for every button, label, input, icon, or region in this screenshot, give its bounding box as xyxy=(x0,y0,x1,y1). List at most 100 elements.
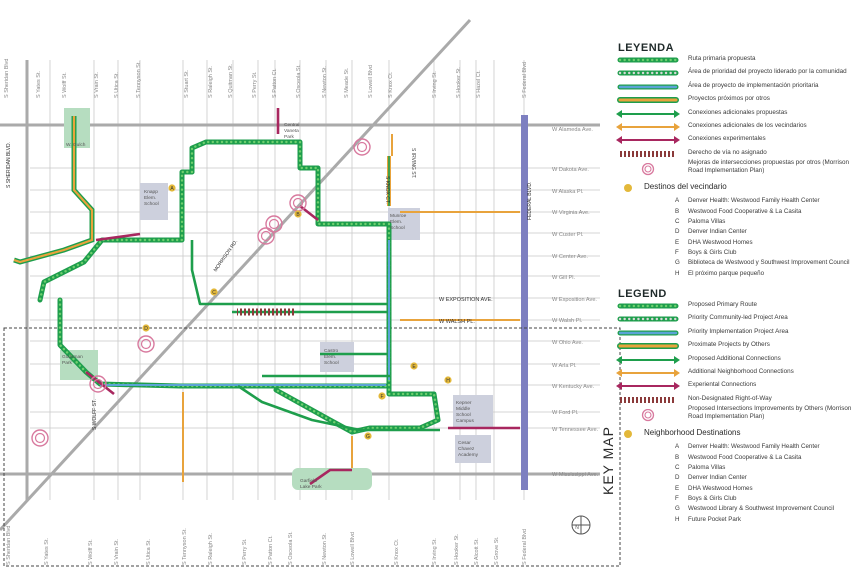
place-label: Park xyxy=(284,134,294,140)
place-label: Munroe xyxy=(390,213,407,219)
road-label: S KNOX CT. xyxy=(384,176,390,204)
legend-item: Conexiones adicionales propuestas xyxy=(612,108,860,121)
street-label-bottom: S Raleigh St. xyxy=(208,532,214,565)
street-label-top: S Stuart St. xyxy=(184,69,190,98)
legend-item-label: Experiental Connections xyxy=(688,381,757,389)
implementation-symbol-icon xyxy=(617,84,679,90)
ford-connection xyxy=(237,384,440,432)
destination-key: F xyxy=(675,495,679,503)
experimental-connection xyxy=(299,204,319,222)
north-label: N xyxy=(575,525,579,531)
street-label-bottom: S Alcott St. xyxy=(474,538,480,565)
legend-item: Priority Community-led Project Area xyxy=(612,313,860,326)
destination-item: D Denver Indian Center xyxy=(612,228,860,238)
north-arrow-icon xyxy=(571,515,591,535)
street-label-bottom: S Grove St. xyxy=(494,536,500,565)
legend-item: Proposed Intersections Improvements by O… xyxy=(612,405,860,427)
destination-marker-icon xyxy=(294,210,302,218)
intersection-ring-icon xyxy=(140,338,152,350)
primary-symbol-icon xyxy=(617,303,679,309)
street-label-top: S Osceola St. xyxy=(296,64,302,98)
place-label: Kepner xyxy=(456,400,472,406)
legend-item-label: Derecho de vía no asignado xyxy=(688,148,767,156)
destination-key: C xyxy=(675,463,680,471)
street-label-top: S Utica St. xyxy=(114,72,120,98)
route-dots xyxy=(38,170,194,302)
place-label: School xyxy=(324,360,339,366)
legend-item: Proposed Primary Route xyxy=(612,300,860,313)
legend-item: Proposed Additional Connections xyxy=(612,354,860,367)
destination-name: Westwood Library & Southwest Improvement… xyxy=(688,505,835,513)
street-label-top: S Meade St. xyxy=(344,67,350,98)
destination-name: Denver Health: Westwood Family Health Ce… xyxy=(688,443,820,451)
destination-key: E xyxy=(675,484,680,492)
destination-name: Boys & Girls Club xyxy=(688,249,737,257)
community-symbol-icon xyxy=(617,316,679,322)
destination-marker-label: F xyxy=(380,394,383,400)
destination-name: Future Pocket Park xyxy=(688,515,741,523)
street-label-top: S Lowell Blvd xyxy=(368,65,374,98)
route-dots xyxy=(190,140,390,226)
destination-name: Paloma Villas xyxy=(688,217,726,225)
legend-item: Experiental Connections xyxy=(612,380,860,393)
avenue-label: W Exposition Ave. xyxy=(552,297,597,303)
avenue-label: W Tennessee Ave. xyxy=(552,427,599,433)
legend-item-label: Área de prioridad del proyecto liderado … xyxy=(688,68,847,76)
place-label: School xyxy=(390,225,405,231)
legend-item: Derecho de vía no asignado xyxy=(612,148,860,161)
castro-school xyxy=(320,342,354,372)
place-label: Lake Park xyxy=(300,484,322,490)
place-label: Park xyxy=(62,360,72,366)
street-label-bottom: S Yates St. xyxy=(44,538,50,565)
key-map-box xyxy=(3,327,621,567)
legend-item-label: Ruta primaria propuesta xyxy=(688,55,756,62)
legend-item: Área de proyecto de implementación prior… xyxy=(612,81,860,94)
legend-item-label: Additional Neighborhood Connections xyxy=(688,367,794,375)
avenue-label: W Ford Pl. xyxy=(552,410,579,416)
community-symbol-icon xyxy=(617,70,679,76)
destination-key: E xyxy=(675,238,680,246)
avenue-label: W Dakota Ave. xyxy=(552,167,589,173)
road-label: S WOLFF ST. xyxy=(92,399,98,430)
avenue-label: W Virginia Ave. xyxy=(552,210,590,216)
legend-item: Proximate Projects by Others xyxy=(612,340,860,353)
destination-dot-icon xyxy=(624,184,632,193)
intersection-ring-icon xyxy=(356,141,368,153)
street-label-bottom: S Newton St. xyxy=(322,532,328,565)
place-label: School xyxy=(144,201,159,207)
place-label: Garfield xyxy=(300,478,317,484)
destination-marker-label: D xyxy=(144,326,148,332)
destination-item: E DHA Westwood Homes xyxy=(612,239,860,249)
street-label-top: S Newton St. xyxy=(322,65,328,98)
street-label-bottom: S Perry St. xyxy=(242,538,248,565)
destination-name: Paloma Villas xyxy=(688,463,726,471)
destination-key: B xyxy=(675,453,680,461)
place-label: Vaneta xyxy=(284,128,299,134)
destination-key: G xyxy=(675,505,680,513)
avenue-label: W Gill Pl. xyxy=(552,275,575,281)
legend-item-label: Proposed Primary Route xyxy=(688,301,757,308)
destination-marker-label: B xyxy=(296,212,300,218)
intersection-ring-icon xyxy=(353,138,371,156)
destination-item: C Paloma Villas xyxy=(612,464,860,474)
destination-key: D xyxy=(675,228,680,236)
destination-name: Denver Indian Center xyxy=(688,228,747,236)
green-arrow-symbol-icon xyxy=(616,355,680,364)
legend-item-label: Proximate Projects by Others xyxy=(688,341,770,349)
place-label: Castro xyxy=(324,348,338,354)
street-label-top: S Knox Ct. xyxy=(388,71,394,98)
place-label: Central xyxy=(284,122,299,128)
destination-name: DHA Westwood Homes xyxy=(688,238,753,246)
destination-marker-icon xyxy=(378,392,386,400)
street-label-bottom: S Tennyson St. xyxy=(182,528,188,565)
street-label-top: S Perry St. xyxy=(252,71,258,98)
federal-blvd xyxy=(521,115,528,490)
place-label: Godsman xyxy=(62,354,83,360)
cesar-academy xyxy=(455,435,491,463)
experimental-connection xyxy=(309,468,352,486)
avenue-label: W Arla Pl. xyxy=(552,363,577,369)
destination-key: G xyxy=(675,259,680,267)
